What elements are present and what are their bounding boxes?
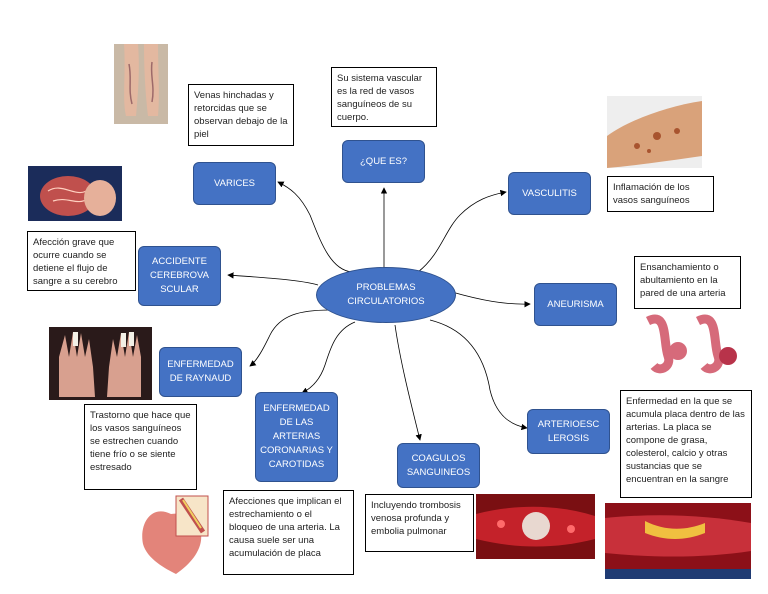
node-vasculitis-label: VASCULITIS <box>522 187 577 199</box>
note-arterioesclerosis: Enfermedad en la que se acumula placa de… <box>620 390 752 498</box>
link-raynaud <box>249 309 331 367</box>
node-que-es[interactable]: ¿QUE ES? <box>342 140 425 183</box>
note-que-es-text: Su sistema vascular es la red de vasos s… <box>337 73 423 123</box>
vasculitis-skin-image <box>607 96 702 168</box>
brain-stroke-image <box>28 166 122 221</box>
node-aneurisma-label: ANEURISMA <box>547 298 604 310</box>
central-topic[interactable]: PROBLEMAS CIRCULATORIOS <box>316 267 456 323</box>
note-varices-text: Venas hinchadas y retorcidas que se obse… <box>194 90 288 140</box>
link-arterio <box>429 319 528 431</box>
central-topic-label: PROBLEMAS CIRCULATORIOS <box>347 282 425 307</box>
aneurysm-arteries-image <box>645 314 737 374</box>
note-aneurisma: Ensanchamiento o abultamiento en la pare… <box>634 256 741 309</box>
varices-legs-image <box>114 44 168 124</box>
note-acv: Afección grave que ocurre cuando se deti… <box>27 231 136 291</box>
node-raynaud-label: ENFERMEDAD DE RAYNAUD <box>167 359 234 384</box>
node-acv[interactable]: ACCIDENTE CEREBROVASCULAR <box>138 246 221 306</box>
note-raynaud-text: Trastorno que hace que los vasos sanguín… <box>90 410 191 473</box>
heart-image <box>142 495 209 574</box>
node-aneurisma[interactable]: ANEURISMA <box>534 283 617 326</box>
node-vasculitis[interactable]: VASCULITIS <box>508 172 591 215</box>
node-raynaud[interactable]: ENFERMEDAD DE RAYNAUD <box>159 347 242 397</box>
note-vasculitis-text: Inflamación de los vasos sanguíneos <box>613 182 690 206</box>
raynaud-hands-image <box>49 327 152 400</box>
node-varices-label: VARICES <box>213 177 255 189</box>
note-vasculitis: Inflamación de los vasos sanguíneos <box>607 176 714 212</box>
note-acv-text: Afección grave que ocurre cuando se deti… <box>33 237 118 287</box>
node-arterioesclerosis[interactable]: ARTERIOESCLEROSIS <box>527 409 610 454</box>
node-arterioesclerosis-label: ARTERIOESCLEROSIS <box>537 418 600 444</box>
link-varices <box>277 181 353 273</box>
note-aneurisma-text: Ensanchamiento o abultamiento en la pare… <box>640 262 726 299</box>
note-coronarias-text: Afecciones que implican el estrechamient… <box>229 496 342 559</box>
link-aneurisma <box>451 291 531 308</box>
artery-plaque-image <box>605 503 751 579</box>
note-varices: Venas hinchadas y retorcidas que se obse… <box>188 84 294 146</box>
node-que-es-label: ¿QUE ES? <box>360 155 407 167</box>
note-coagulos-text: Incluyendo trombosis venosa profunda y e… <box>371 500 461 537</box>
node-varices[interactable]: VARICES <box>193 162 276 205</box>
node-coagulos-label: COAGULOS SANGUINEOS <box>406 452 471 478</box>
link-coagulos <box>394 324 422 441</box>
blood-clot-image <box>476 494 595 559</box>
link-coronarias <box>301 321 356 394</box>
node-coronarias-label: ENFERMEDAD DE LAS ARTERIAS CORONARIAS Y … <box>260 403 333 470</box>
node-acv-label: ACCIDENTE CEREBROVASCULAR <box>150 256 209 295</box>
note-arterioesclerosis-text: Enfermedad en la que se acumula placa de… <box>626 396 745 485</box>
node-coagulos[interactable]: COAGULOS SANGUINEOS <box>397 443 480 488</box>
note-coagulos: Incluyendo trombosis venosa profunda y e… <box>365 494 474 552</box>
note-coronarias: Afecciones que implican el estrechamient… <box>223 490 354 575</box>
note-que-es: Su sistema vascular es la red de vasos s… <box>331 67 437 127</box>
note-raynaud: Trastorno que hace que los vasos sanguín… <box>84 404 197 490</box>
link-acv <box>227 272 319 286</box>
link-vasculitis <box>417 189 507 273</box>
node-coronarias[interactable]: ENFERMEDAD DE LAS ARTERIAS CORONARIAS Y … <box>255 392 338 482</box>
